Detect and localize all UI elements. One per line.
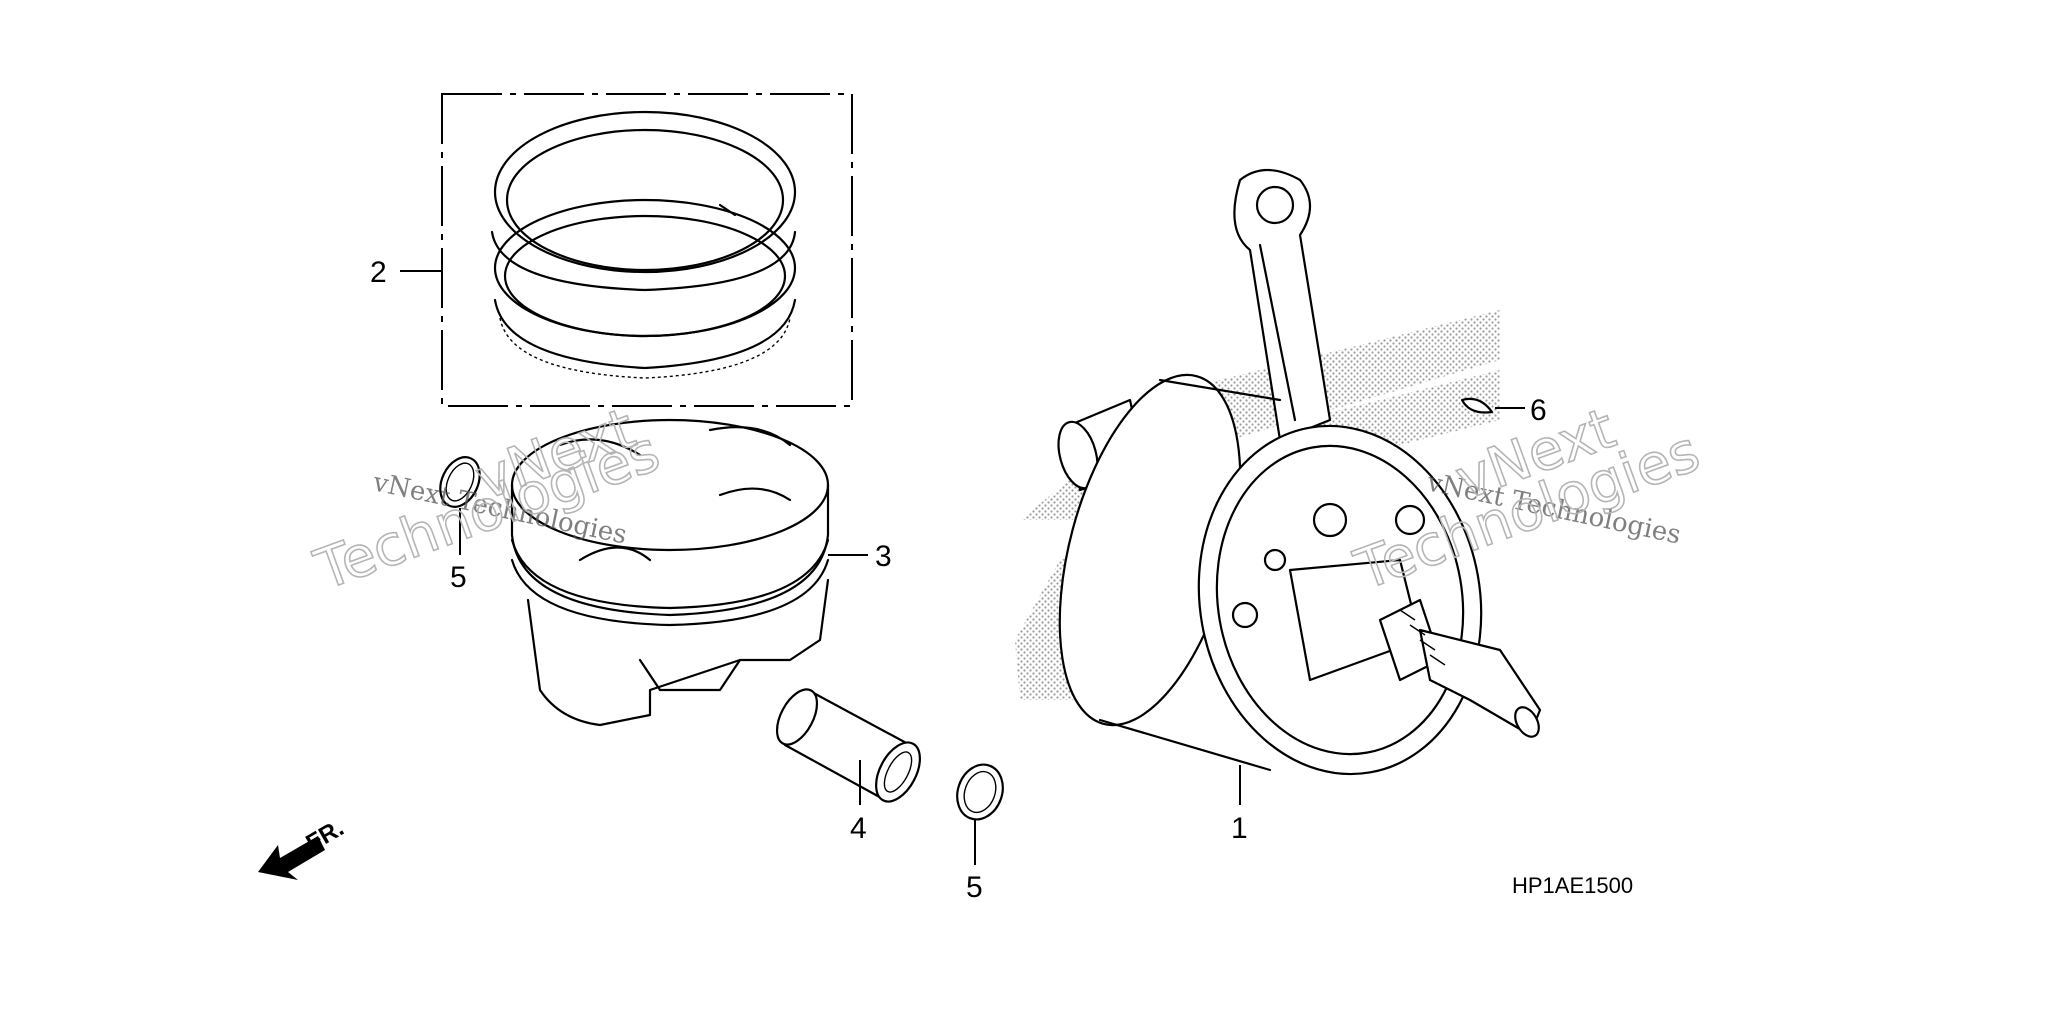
front-direction-arrow: FR. [258, 814, 348, 880]
pin-clip-left[interactable] [433, 451, 488, 513]
piston-ring-set[interactable] [441, 93, 853, 407]
callout-5-left: 5 [450, 561, 467, 594]
ring-set-box [441, 93, 853, 407]
piston[interactable] [510, 418, 830, 727]
callout-2: 2 [370, 256, 387, 289]
piston-pin[interactable] [769, 683, 929, 809]
callout-4: 4 [850, 812, 867, 845]
callout-5-right: 5 [966, 871, 983, 904]
callout-1: 1 [1231, 812, 1248, 845]
crankshaft[interactable] [1026, 169, 1544, 797]
callout-3: 3 [875, 540, 892, 573]
diagram-code: HP1AE1500 [1512, 873, 1633, 898]
callout-6: 6 [1530, 394, 1547, 427]
woodruff-key[interactable] [1460, 397, 1494, 414]
pin-clip-right[interactable] [950, 758, 1010, 826]
